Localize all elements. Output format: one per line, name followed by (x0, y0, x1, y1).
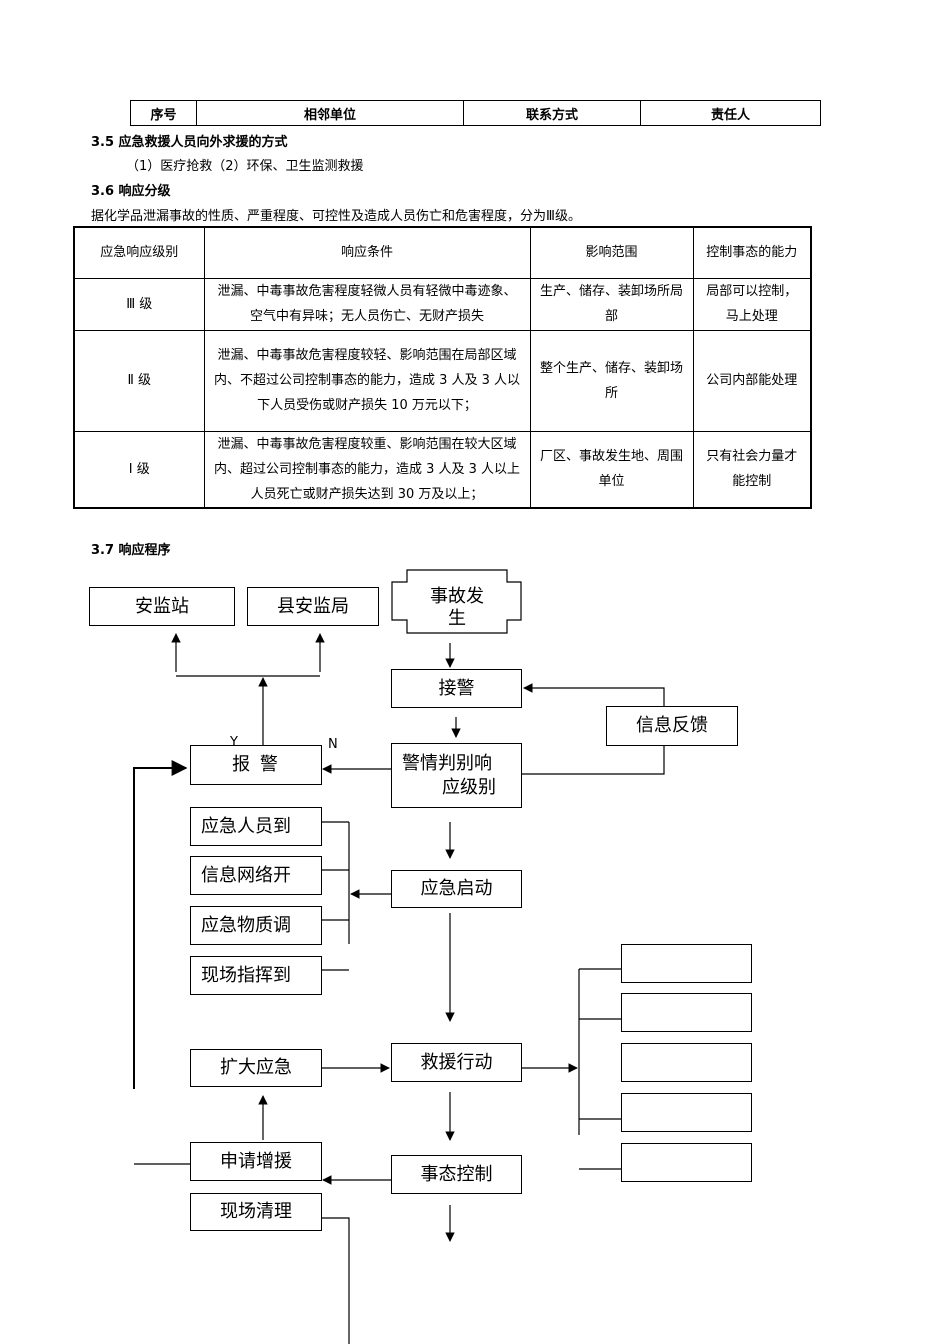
judge-label-line1: 警情判别响 (402, 752, 492, 774)
rescue-task-box-4 (621, 1093, 752, 1132)
site-command-box: 现场指挥到 (190, 956, 322, 995)
judge-label-line2: 应级别 (442, 776, 496, 798)
level-header-level: 应急响应级别 (73, 226, 205, 279)
level-header-control: 控制事态的能力 (692, 226, 812, 279)
xian-anjianju-box: 县安监局 (247, 587, 379, 626)
section-3-6-intro: 据化学品泄漏事故的性质、严重程度、可控性及造成人员伤亡和危害程度，分为Ⅲ级。 (91, 209, 581, 224)
section-3-5-content: （1）医疗抢救（2）环保、卫生监测救援 (126, 159, 364, 174)
control-cell: 局部可以控制，马上处理 (692, 277, 812, 331)
accident-box-outline (391, 569, 522, 634)
yes-label: Y (230, 735, 238, 750)
table-row: Ⅱ 级 泄漏、中毒事故危害程度较轻、影响范围在局部区域内、不超过公司控制事态的能… (73, 329, 812, 432)
condition-cell: 泄漏、中毒事故危害程度较轻、影响范围在局部区域内、不超过公司控制事态的能力，造成… (203, 329, 531, 432)
request-more-box: 申请增援 (190, 1142, 322, 1181)
report-box: 报 警 (190, 745, 322, 785)
staff-arrive-box: 应急人员到 (190, 807, 322, 846)
control-cell: 公司内部能处理 (692, 329, 812, 432)
section-3-7-title: 3.7 响应程序 (91, 543, 171, 558)
section-3-6-title: 3.6 响应分级 (91, 184, 171, 199)
condition-cell: 泄漏、中毒事故危害程度轻微人员有轻微中毒迹象、空气中有异味；无人员伤亡、无财产损… (203, 277, 531, 331)
anjianzhan-box: 安监站 (89, 587, 235, 626)
table-row: Ⅰ 级 泄漏、中毒事故危害程度较重、影响范围在较大区域内、超过公司控制事态的能力… (73, 430, 812, 508)
scope-cell: 整个生产、储存、装卸场所 (529, 329, 694, 432)
contact-header-index: 序号 (130, 100, 197, 126)
start-box: 应急启动 (391, 870, 522, 908)
receive-alarm-box: 接警 (391, 669, 522, 708)
info-network-box: 信息网络开 (190, 856, 322, 895)
contact-table: 序号 相邻单位 联系方式 责任人 (130, 100, 821, 126)
scope-cell: 生产、储存、装卸场所局部 (529, 277, 694, 331)
level-cell: Ⅲ 级 (73, 277, 205, 331)
no-label: N (328, 737, 338, 752)
contact-header-person: 责任人 (640, 100, 821, 126)
control-cell: 只有社会力量才能控制 (692, 430, 812, 508)
level-cell: Ⅱ 级 (73, 329, 205, 432)
judge-box: 警情判别响 应级别 (391, 743, 522, 808)
rescue-task-box-1 (621, 944, 752, 983)
site-clean-box: 现场清理 (190, 1193, 322, 1231)
table-row: Ⅲ 级 泄漏、中毒事故危害程度轻微人员有轻微中毒迹象、空气中有异味；无人员伤亡、… (73, 277, 812, 331)
feedback-box: 信息反馈 (606, 706, 738, 746)
rescue-task-box-3 (621, 1043, 752, 1082)
rescue-task-box-2 (621, 993, 752, 1032)
contact-header-unit: 相邻单位 (196, 100, 464, 126)
material-dispatch-box: 应急物质调 (190, 906, 322, 945)
accident-label: 事故发生 (430, 585, 484, 629)
scope-cell: 厂区、事故发生地、周围单位 (529, 430, 694, 508)
section-3-5-title: 3.5 应急救援人员向外求援的方式 (91, 135, 288, 150)
condition-cell: 泄漏、中毒事故危害程度较重、影响范围在较大区域内、超过公司控制事态的能力，造成 … (203, 430, 531, 508)
expand-box: 扩大应急 (190, 1049, 322, 1087)
rescue-task-box-5 (621, 1143, 752, 1182)
response-level-table: 应急响应级别 响应条件 影响范围 控制事态的能力 Ⅲ 级 泄漏、中毒事故危害程度… (73, 226, 812, 509)
level-cell: Ⅰ 级 (73, 430, 205, 508)
control-box: 事态控制 (391, 1155, 522, 1194)
rescue-box: 救援行动 (391, 1043, 522, 1082)
